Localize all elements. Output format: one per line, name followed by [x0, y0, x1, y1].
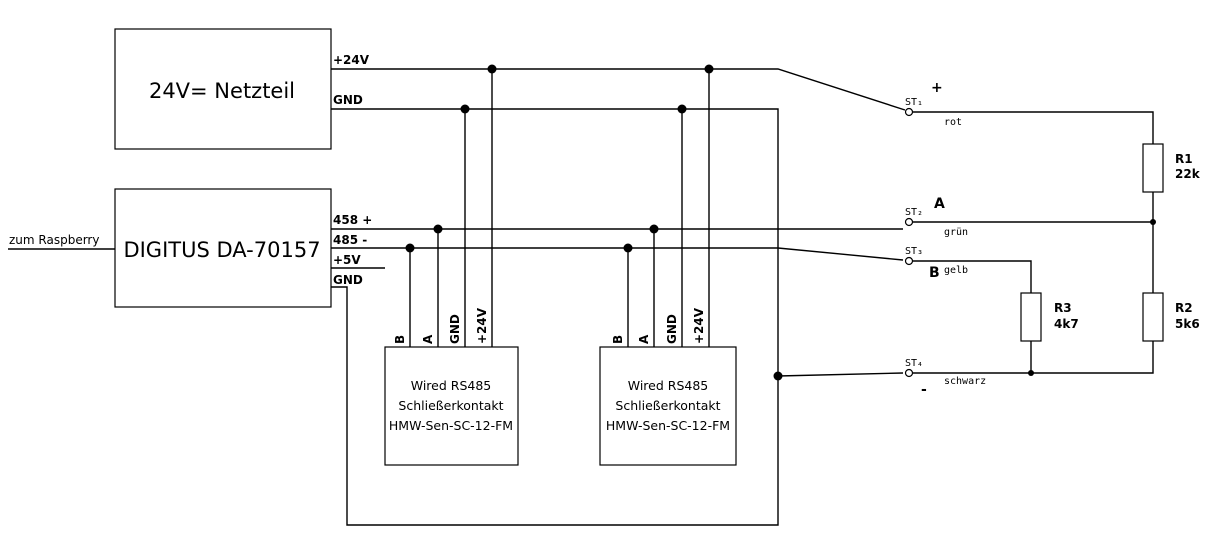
resistor-r1 — [1142, 143, 1164, 193]
module-1-line1: Wired RS485 — [411, 378, 492, 393]
r1-name: R1 — [1175, 152, 1193, 166]
module-1-box — [384, 346, 519, 466]
wire-24v — [331, 68, 906, 111]
r2-name: R2 — [1175, 301, 1193, 315]
wire-color-rot: rot — [944, 117, 962, 128]
wire-b — [331, 247, 904, 261]
resistor-r3 — [1020, 292, 1042, 342]
r3-value: 4k7 — [1054, 317, 1079, 331]
power-supply-box — [114, 28, 332, 150]
module-1-pin-24v: +24V — [475, 307, 489, 344]
converter-box — [114, 188, 332, 308]
module-2-pin-b: B — [611, 335, 625, 344]
terminal-st4-label: ST₄ — [905, 358, 923, 369]
converter-label: DIGITUS DA-70157 — [123, 238, 320, 262]
junction-dot — [1150, 219, 1156, 225]
converter-pin-gnd: GND — [333, 273, 363, 287]
resistor-r2 — [1142, 292, 1164, 342]
wire-r2-st4 — [913, 341, 1154, 374]
module-1-line2: Schließerkontakt — [398, 398, 503, 413]
module-1-pin-gnd: GND — [448, 314, 462, 344]
module-1-pin-b: B — [393, 335, 407, 344]
r3-name: R3 — [1054, 301, 1072, 315]
wire-st3-r3 — [913, 260, 1032, 293]
converter-pin-b: 485 - — [333, 233, 367, 247]
power-supply-label: 24V= Netzteil — [149, 79, 295, 103]
terminal-st1 — [904, 107, 914, 117]
r2-value: 5k6 — [1175, 317, 1200, 331]
junction-dot — [677, 104, 687, 114]
converter-pin-a: 458 + — [333, 213, 372, 227]
terminal-st3 — [904, 256, 914, 266]
raspberry-label: zum Raspberry — [9, 233, 99, 247]
wire-color-gruen: grün — [944, 227, 968, 238]
wire-gnd-st4 — [777, 372, 904, 377]
wire-color-schwarz: schwarz — [944, 376, 986, 387]
terminal-st1-label: ST₁ — [905, 97, 923, 108]
module-2-pin-a: A — [637, 334, 651, 344]
module-1-pin-a: A — [421, 334, 435, 344]
wire-color-gelb: gelb — [944, 265, 968, 276]
sign-minus: - — [921, 382, 927, 398]
terminal-st4 — [904, 368, 914, 378]
junction-dot — [773, 371, 783, 381]
psu-gnd-label: GND — [333, 93, 363, 107]
module-2-line2: Schließerkontakt — [615, 398, 720, 413]
module-1-line3: HMW-Sen-SC-12-FM — [389, 418, 513, 433]
junction-dot — [623, 243, 633, 253]
module-2-pin-24v: +24V — [692, 307, 706, 344]
junction-dot — [649, 224, 659, 234]
module-2-box — [599, 346, 737, 466]
module-2-pin-gnd: GND — [665, 314, 679, 344]
module-2-line1: Wired RS485 — [628, 378, 709, 393]
terminal-st2 — [904, 217, 914, 227]
junction-dot — [704, 64, 714, 74]
junction-dot — [487, 64, 497, 74]
wire-st1-r1 — [913, 111, 1154, 144]
terminal-st3-label: ST₃ — [905, 246, 923, 257]
junction-dot — [1028, 370, 1034, 376]
converter-pin-5v: +5V — [333, 253, 361, 267]
junction-dot — [405, 243, 415, 253]
sign-plus: + — [931, 80, 943, 96]
r1-value: 22k — [1175, 167, 1201, 181]
module-2-line3: HMW-Sen-SC-12-FM — [606, 418, 730, 433]
junction-dot — [433, 224, 443, 234]
sign-b: B — [929, 265, 940, 281]
psu-plus-label: +24V — [333, 53, 370, 67]
wire-psu-gnd — [331, 108, 779, 526]
sign-a: A — [934, 196, 945, 212]
junction-dot — [460, 104, 470, 114]
terminal-st2-label: ST₂ — [905, 207, 923, 218]
